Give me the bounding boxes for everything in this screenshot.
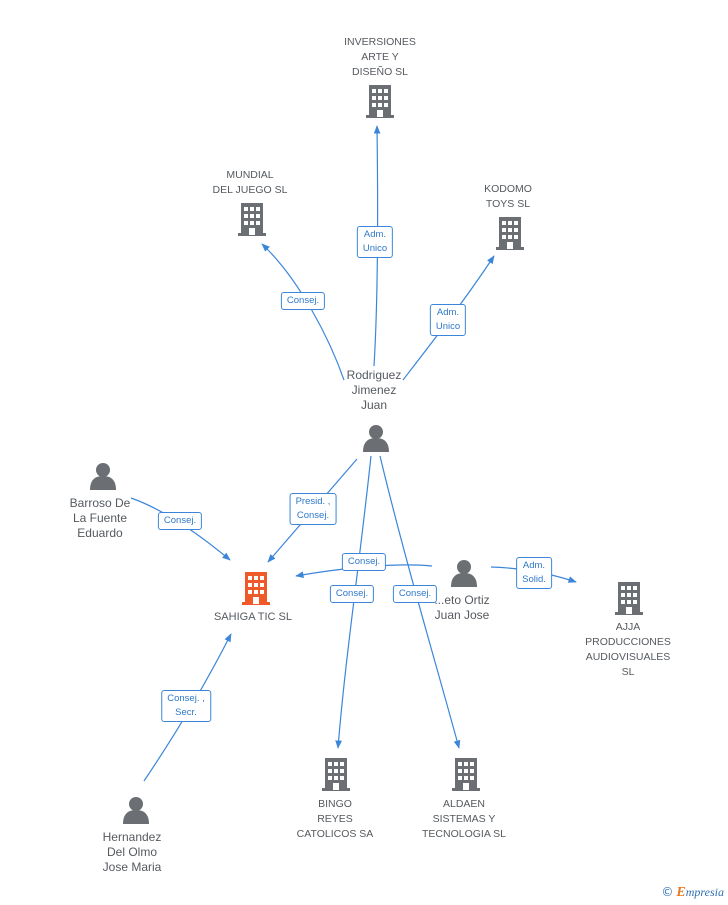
node-label-nieto[interactable]: ...eto Ortiz Juan Jose xyxy=(434,593,490,622)
edge-rodriguez-bingo xyxy=(335,455,372,749)
copyright-icon: © xyxy=(661,885,674,899)
node-label-rodriguez[interactable]: Rodriguez Jimenez Juan xyxy=(346,368,402,412)
empresia-logo: © Empresia xyxy=(661,885,724,901)
person-icon-hernandez[interactable] xyxy=(123,797,149,824)
edge-label-barroso-sahiga[interactable]: Consej. xyxy=(157,512,203,530)
edge-label-rodriguez-sahiga[interactable]: Presid. , Consej. xyxy=(289,493,337,525)
person-icon-rodriguez[interactable] xyxy=(363,425,389,452)
brand-initial: E xyxy=(676,885,686,900)
edge-label-rodriguez-bingo[interactable]: Consej. xyxy=(329,585,375,603)
building-icon-mundial[interactable] xyxy=(238,203,266,236)
node-label-mundial[interactable]: MUNDIAL DEL JUEGO SL xyxy=(212,169,288,196)
building-icon-inversiones[interactable] xyxy=(366,85,394,118)
edge-label-hernandez-sahiga[interactable]: Consej. , Secr. xyxy=(161,690,211,722)
node-label-bingo[interactable]: BINGO REYES CATOLICOS SA xyxy=(296,798,374,840)
edge-label-rodriguez-aldaen[interactable]: Consej. xyxy=(392,585,438,603)
edge-label-rodriguez-inversiones[interactable]: Adm. Unico xyxy=(356,226,394,258)
node-label-kodomo[interactable]: KODOMO TOYS SL xyxy=(484,183,532,210)
building-icon-kodomo[interactable] xyxy=(496,217,524,250)
edge-rodriguez-mundial xyxy=(261,243,345,381)
node-label-barroso[interactable]: Barroso De La Fuente Eduardo xyxy=(69,496,131,540)
node-label-ajja[interactable]: AJJA PRODUCCIONES AUDIOVISUALES SL xyxy=(585,621,671,678)
edge-label-nieto-sahiga[interactable]: Consej. xyxy=(341,553,387,571)
building-icon-sahiga[interactable] xyxy=(242,572,270,605)
node-label-hernandez[interactable]: Hernandez Del Olmo Jose Maria xyxy=(102,830,162,874)
edge-label-nieto-ajja[interactable]: Adm. Solid. xyxy=(516,557,552,589)
person-icon-barroso[interactable] xyxy=(90,463,116,490)
building-icon-ajja[interactable] xyxy=(615,582,643,615)
edge-rodriguez-aldaen xyxy=(379,455,461,749)
node-label-sahiga[interactable]: SAHIGA TIC SL xyxy=(213,611,293,623)
node-label-inversiones[interactable]: INVERSIONES ARTE Y DISEÑO SL xyxy=(344,36,416,78)
person-icon-nieto[interactable] xyxy=(451,560,477,587)
edge-label-rodriguez-mundial[interactable]: Consej. xyxy=(280,292,326,310)
building-icon-aldaen[interactable] xyxy=(452,758,480,791)
edge-label-rodriguez-kodomo[interactable]: Adm. Unico xyxy=(429,304,467,336)
brand-name: mpresia xyxy=(685,885,724,899)
building-icon-bingo[interactable] xyxy=(322,758,350,791)
node-label-aldaen[interactable]: ALDAEN SISTEMAS Y TECNOLOGIA SL xyxy=(421,798,507,840)
